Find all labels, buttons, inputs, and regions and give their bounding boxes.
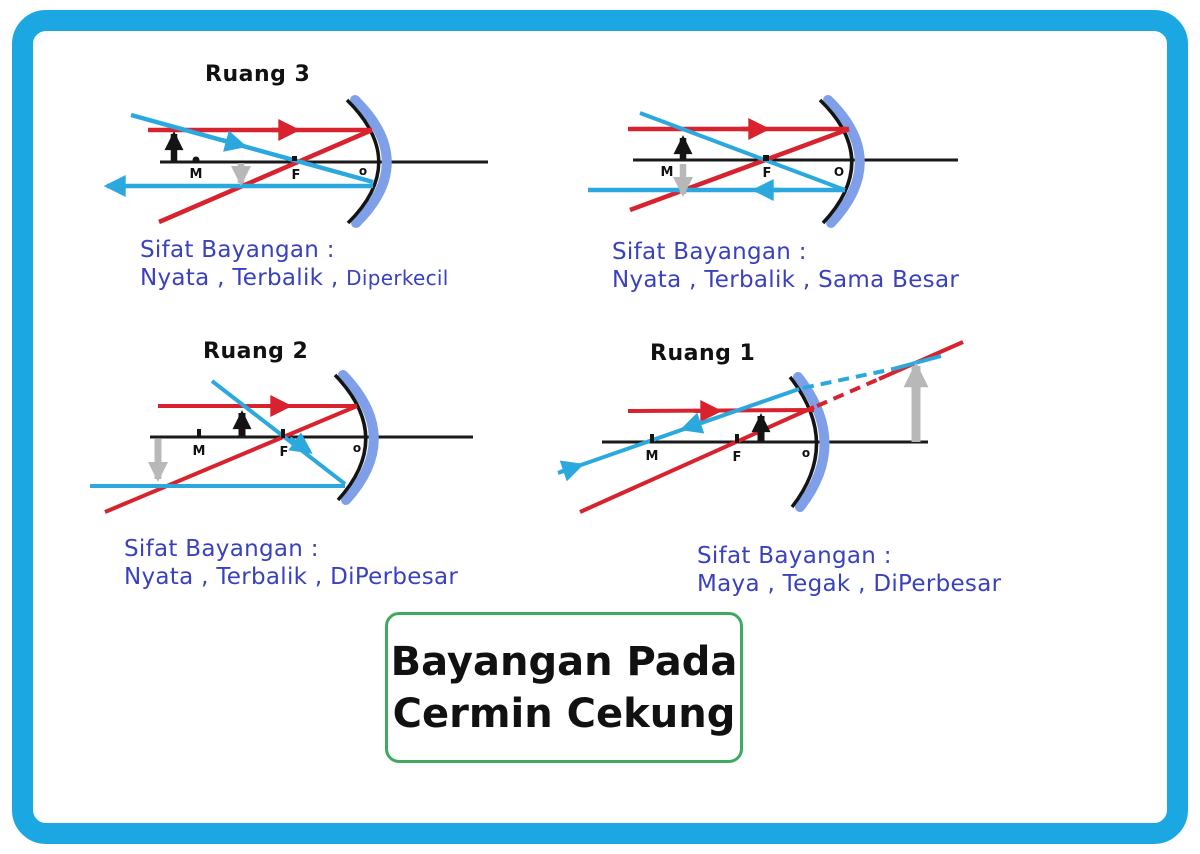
cyan-ray-arrowhead: [221, 130, 248, 152]
mirror-band: [338, 370, 379, 505]
point-m-dot: [192, 156, 200, 164]
caption-line1: Sifat Bayangan :: [140, 237, 335, 263]
reflected-ray-red: [629, 126, 850, 213]
virtual-extension-red-dashed: [816, 377, 880, 408]
virtual-extension-cyan-dashed: [802, 367, 894, 390]
label-m: M: [646, 449, 659, 464]
ruang1-title: Ruang 1: [650, 341, 756, 366]
incident-ray-cyan: [130, 112, 374, 185]
main-title-box: Bayangan Pada Cermin Cekung: [385, 612, 743, 763]
point-f-tick: [735, 434, 739, 443]
object-at-m-diagram: M F O: [588, 95, 958, 228]
ruang3-title: Ruang 3: [205, 62, 311, 87]
reflected-ray-red: [104, 404, 358, 514]
point-m-tick: [197, 429, 201, 438]
caption-line2: Nyata , Terbalik , Diperkecil: [140, 265, 449, 291]
point-f-dot: [763, 155, 769, 161]
label-m: M: [193, 444, 206, 459]
reflected-ray-red: [158, 127, 373, 225]
incident-ray-cyan: [639, 111, 846, 192]
label-o: o: [359, 164, 367, 178]
label-f: F: [292, 168, 301, 183]
mirror-band: [793, 372, 830, 512]
ruang1-caption: Sifat Bayangan : Maya , Tegak , DiPerbes…: [697, 542, 1001, 598]
main-title-line2: Cermin Cekung: [392, 690, 736, 737]
ruang2-diagram: M F o: [90, 370, 473, 514]
caption-line1: Sifat Bayangan :: [697, 543, 892, 569]
ruang1-diagram: M F o: [557, 340, 964, 514]
point-f-tick: [281, 429, 285, 438]
cyan-ray-arrowhead: [288, 432, 313, 454]
mirror-band: [350, 95, 392, 228]
label-f: F: [280, 445, 289, 460]
mirror-arc: [345, 98, 381, 225]
incident-ray-red: [627, 408, 815, 413]
label-o: o: [802, 446, 810, 460]
caption-line2: Nyata , Terbalik , DiPerbesar: [124, 564, 459, 590]
mirror-arc: [333, 373, 368, 502]
point-f-dot: [292, 156, 297, 161]
label-f: F: [763, 166, 772, 181]
reflected-ray-red: [579, 405, 815, 514]
incident-ray-cyan: [557, 387, 800, 475]
mirror-band: [823, 95, 865, 228]
ruang3-diagram: M F o: [103, 95, 488, 228]
caption-line2: Maya , Tegak , DiPerbesar: [697, 571, 1002, 597]
point-m-tick: [650, 434, 654, 443]
object-at-m-caption: Sifat Bayangan : Nyata , Terbalik , Sama…: [612, 238, 959, 294]
label-f: F: [733, 450, 742, 465]
caption-line1: Sifat Bayangan :: [612, 239, 807, 265]
cyan-reflected-arrowhead: [679, 412, 705, 434]
ruang2-title: Ruang 2: [203, 339, 309, 364]
label-m: M: [661, 165, 674, 180]
caption-line1: Sifat Bayangan :: [124, 536, 319, 562]
ruang3-caption: Sifat Bayangan : Nyata , Terbalik , Dipe…: [140, 236, 449, 292]
label-o: O: [834, 165, 844, 179]
mirror-arc: [818, 98, 854, 225]
incident-ray-cyan: [210, 379, 347, 486]
label-o: o: [353, 441, 361, 455]
caption-line2: Nyata , Terbalik , Sama Besar: [612, 267, 960, 293]
cyan-ray-arrowhead: [559, 460, 585, 482]
label-m: M: [190, 167, 203, 182]
mirror-arc: [788, 375, 819, 509]
ruang2-caption: Sifat Bayangan : Nyata , Terbalik , DiPe…: [124, 535, 458, 591]
main-title-line1: Bayangan Pada: [390, 638, 738, 685]
